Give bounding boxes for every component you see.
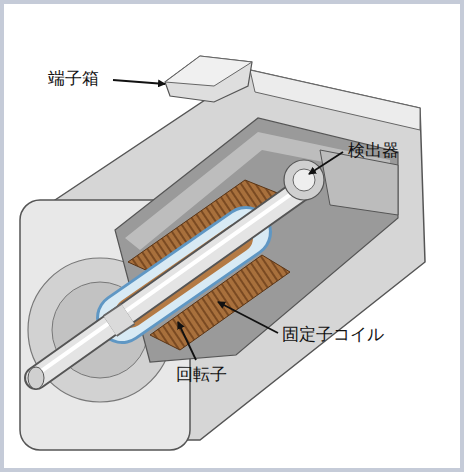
part-label: 検出器 [348, 140, 399, 160]
leader-line [178, 322, 196, 360]
part-label: 回転子 [176, 364, 227, 384]
leader-line [113, 80, 165, 84]
part-label: 固定子コイル [282, 324, 384, 344]
part-label: 端子箱 [48, 68, 99, 88]
leader-line [309, 152, 343, 174]
leader-line [218, 302, 278, 333]
